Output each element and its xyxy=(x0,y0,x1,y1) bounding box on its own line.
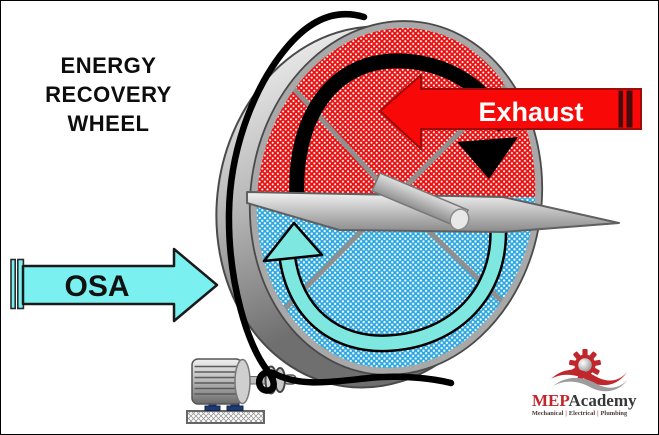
motor-base xyxy=(186,410,265,424)
title-line-3: WHEEL xyxy=(67,111,150,136)
osa-label: OSA xyxy=(64,270,129,303)
duct-break-stripe xyxy=(10,258,16,310)
duct-break-stripe xyxy=(626,90,633,128)
wheel-shaft xyxy=(371,172,470,231)
brand-logo: MEPAcademy Mechanical|Electrical|Plumbin… xyxy=(532,349,637,417)
logo-tagline: Mechanical|Electrical|Plumbing xyxy=(532,410,628,417)
drive-motor xyxy=(186,358,297,424)
rotation-top-arrowhead xyxy=(457,137,518,179)
exhaust-arrow: Exhaust xyxy=(378,72,642,152)
title-line-2: RECOVERY xyxy=(45,82,172,107)
title-line-1: ENERGY xyxy=(60,53,157,78)
drive-belt xyxy=(225,10,455,394)
osa-arrow: OSA xyxy=(10,247,219,323)
exhaust-label: Exhaust xyxy=(478,97,583,127)
logo-wave-red xyxy=(551,369,627,386)
motor-end-cap xyxy=(234,358,251,405)
logo-wave-gray xyxy=(553,377,628,392)
rotation-clockwise-bottom-arrow-icon xyxy=(262,221,508,353)
logo-wordmark: MEPAcademy xyxy=(532,391,637,410)
motor-fins xyxy=(194,365,237,395)
duct-break-stripe xyxy=(618,90,624,128)
diagram-title: ENERGY RECOVERY WHEEL xyxy=(16,51,201,138)
